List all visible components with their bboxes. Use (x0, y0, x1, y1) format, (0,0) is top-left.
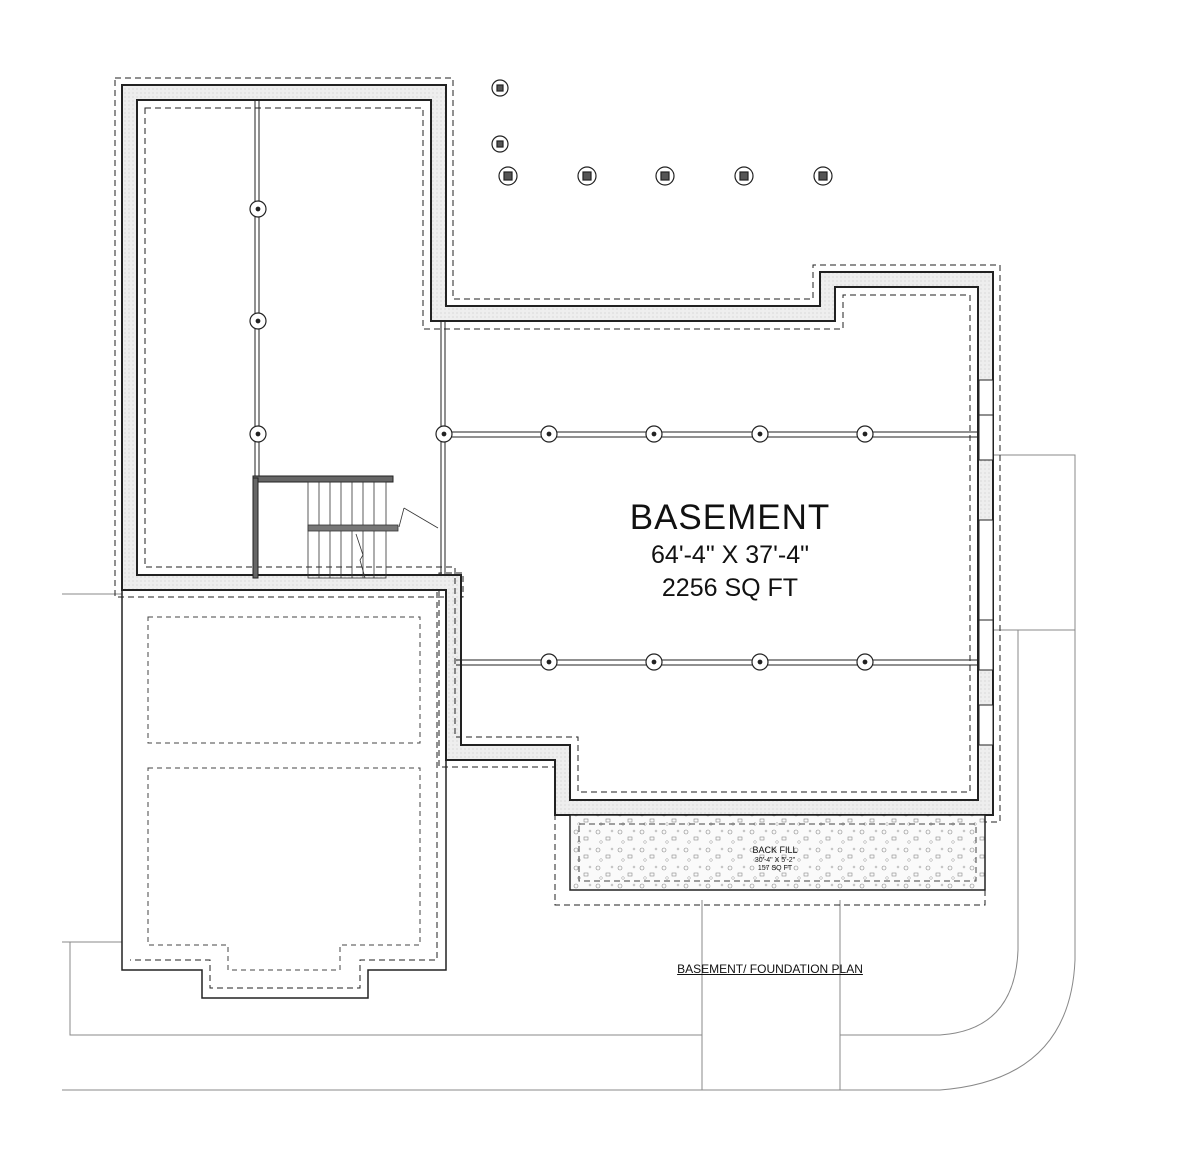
footing (491, 79, 509, 97)
wall-body (121, 84, 994, 816)
footing (491, 135, 509, 153)
column (856, 653, 874, 671)
footing (655, 166, 675, 186)
column (435, 425, 453, 443)
wall-outer-dashed (114, 77, 1001, 906)
column (249, 425, 267, 443)
deck-footings (491, 79, 833, 186)
column (249, 200, 267, 218)
column (751, 425, 769, 443)
footing (498, 166, 518, 186)
column (645, 653, 663, 671)
columns (249, 200, 874, 671)
room-area-label: 2256 SQ FT (661, 574, 799, 602)
garage-outline (121, 590, 447, 999)
room-name-label: BASEMENT (629, 498, 831, 537)
plan-title: BASEMENT/ FOUNDATION PLAN (677, 962, 863, 976)
backfill-dimensions-label: 30'-4" X 5'-2" (754, 857, 796, 864)
column (540, 653, 558, 671)
column (856, 425, 874, 443)
backfill-area (569, 814, 986, 891)
footing (577, 166, 597, 186)
room-dimensions-label: 64'-4" X 37'-4" (651, 541, 809, 569)
column (249, 312, 267, 330)
foundation-walls (114, 77, 1001, 999)
column (540, 425, 558, 443)
footing (734, 166, 754, 186)
footing (813, 166, 833, 186)
garage-bay-lower (147, 767, 421, 971)
backfill-name-label: BACK FILL (752, 845, 798, 855)
backfill-area-label: 157 SQ FT (757, 865, 793, 872)
column (751, 653, 769, 671)
wall-inner-dashed (144, 107, 971, 793)
column (645, 425, 663, 443)
garage-bay-upper (147, 616, 421, 744)
windows (978, 379, 994, 746)
stairs (307, 481, 439, 579)
